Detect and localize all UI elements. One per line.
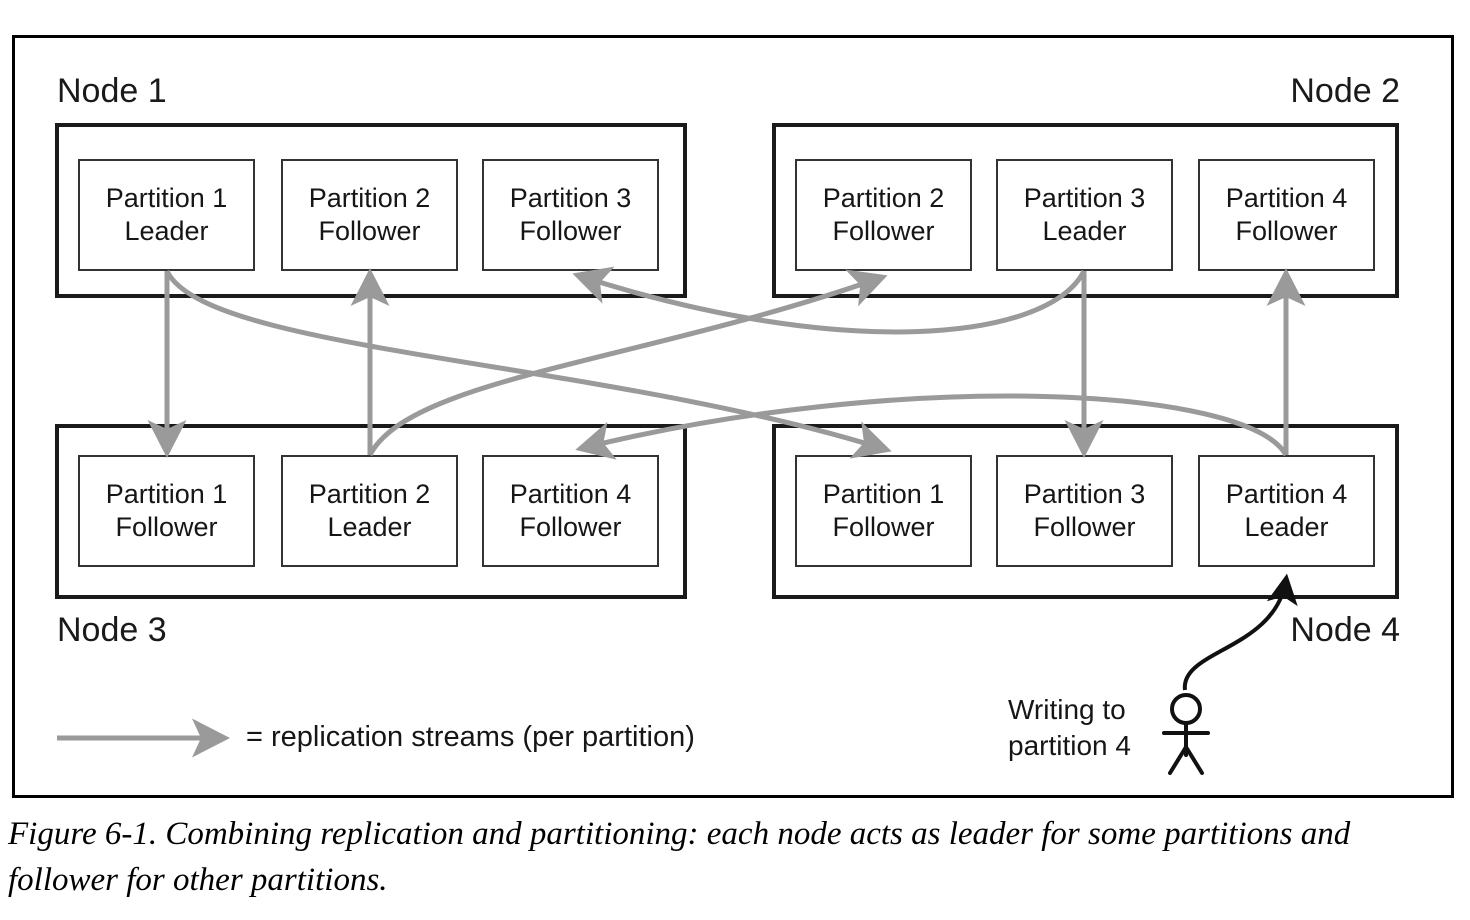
partition-name: Partition 2 <box>308 183 431 214</box>
partition-name: Partition 4 <box>1225 479 1348 510</box>
figure-caption: Figure 6-1. Combining replication and pa… <box>8 816 1351 898</box>
legend-label: = replication streams (per partition) <box>246 721 695 753</box>
partition-role: Follower <box>832 216 935 246</box>
partition-role: Follower <box>519 512 622 542</box>
node-1-partition-3: Partition 3 Follower <box>482 159 659 271</box>
partition-name: Partition 3 <box>509 183 632 214</box>
writer-label-line2: partition 4 <box>1008 729 1131 761</box>
node-4-label: Node 4 <box>1290 611 1400 649</box>
node-2-partition-2: Partition 2 Follower <box>795 159 972 271</box>
partition-role: Follower <box>832 512 935 542</box>
partition-name: Partition 1 <box>105 479 228 510</box>
partition-role: Leader <box>1244 512 1329 542</box>
writer-label-line1: Writing to <box>1008 694 1126 725</box>
node-2-label: Node 2 <box>1290 72 1400 110</box>
partition-name: Partition 1 <box>105 183 228 214</box>
partition-role: Follower <box>318 216 421 246</box>
writer-label: Writing to partition 4 <box>1008 692 1131 763</box>
partition-role: Follower <box>519 216 622 246</box>
partition-role: Leader <box>327 512 412 542</box>
partition-role: Follower <box>115 512 218 542</box>
node-4-partition-1: Partition 1 Follower <box>795 455 972 567</box>
node-3-label: Node 3 <box>57 611 167 649</box>
node-1-partition-2: Partition 2 Follower <box>281 159 458 271</box>
node-3-partition-4: Partition 4 Follower <box>482 455 659 567</box>
node-3-partition-1: Partition 1 Follower <box>78 455 255 567</box>
partition-name: Partition 3 <box>1023 183 1146 214</box>
node-1-partition-1: Partition 1 Leader <box>78 159 255 271</box>
partition-name: Partition 4 <box>1225 183 1348 214</box>
partition-role: Leader <box>1042 216 1127 246</box>
partition-name: Partition 2 <box>822 183 945 214</box>
node-3-partition-2: Partition 2 Leader <box>281 455 458 567</box>
partition-name: Partition 1 <box>822 479 945 510</box>
partition-role: Follower <box>1033 512 1136 542</box>
partition-name: Partition 2 <box>308 479 431 510</box>
partition-name: Partition 4 <box>509 479 632 510</box>
node-4-partition-3: Partition 3 Follower <box>996 455 1173 567</box>
partition-name: Partition 3 <box>1023 479 1146 510</box>
node-2-partition-3: Partition 3 Leader <box>996 159 1173 271</box>
partition-role: Follower <box>1235 216 1338 246</box>
partition-role: Leader <box>124 216 209 246</box>
node-1-label: Node 1 <box>57 72 167 110</box>
node-2-partition-4: Partition 4 Follower <box>1198 159 1375 271</box>
node-4-partition-4: Partition 4 Leader <box>1198 455 1375 567</box>
